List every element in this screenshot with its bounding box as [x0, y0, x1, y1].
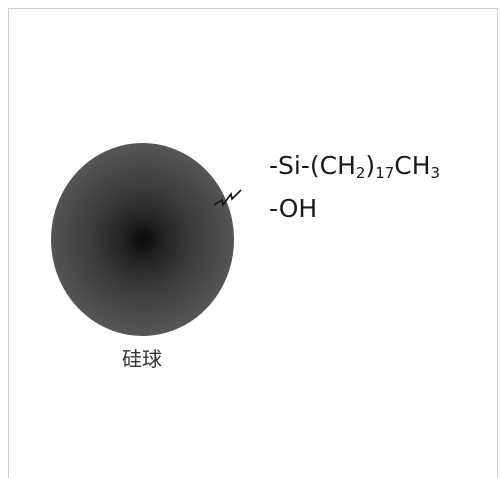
sphere-label: 硅球 — [122, 347, 162, 371]
formula-subscript: 2 — [355, 164, 366, 182]
formula-part: -Si-(CH — [269, 151, 356, 180]
silica-sphere — [51, 143, 234, 336]
diagram-frame — [8, 8, 498, 478]
functional-group-hydroxyl: -OH — [269, 194, 318, 223]
formula-subscript: 3 — [430, 164, 441, 182]
formula-subscript: 17 — [375, 164, 395, 182]
formula-part: ) — [365, 151, 376, 180]
functional-group-alkylsilane: -Si-(CH2)17CH3 — [269, 151, 441, 182]
formula-part: CH — [394, 151, 431, 180]
